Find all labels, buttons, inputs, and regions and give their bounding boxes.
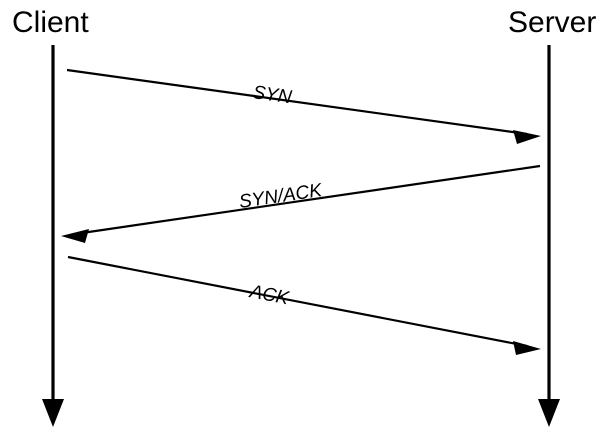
message-ack: ACK [67, 255, 541, 355]
participant-label-client: Client [12, 6, 89, 39]
lifeline-end-arrowhead-client [42, 399, 64, 427]
message-syn-ack: SYN/ACK [61, 164, 541, 243]
participant-client: Client [12, 6, 89, 427]
message-label-syn-ack: SYN/ACK [238, 180, 325, 213]
message-arrowhead-syn [513, 130, 541, 144]
participant-label-server: Server [508, 6, 596, 39]
message-line-syn-ack [74, 164, 541, 236]
message-label-syn: SYN [251, 82, 293, 108]
lifeline-end-arrowhead-server [538, 399, 560, 427]
message-arrowhead-syn-ack [61, 229, 89, 243]
message-line-syn [66, 68, 528, 136]
participant-server: Server [508, 6, 596, 427]
message-syn: SYN [66, 68, 541, 144]
message-label-ack: ACK [247, 281, 292, 310]
message-line-ack [67, 255, 528, 348]
message-arrowhead-ack [513, 341, 541, 355]
